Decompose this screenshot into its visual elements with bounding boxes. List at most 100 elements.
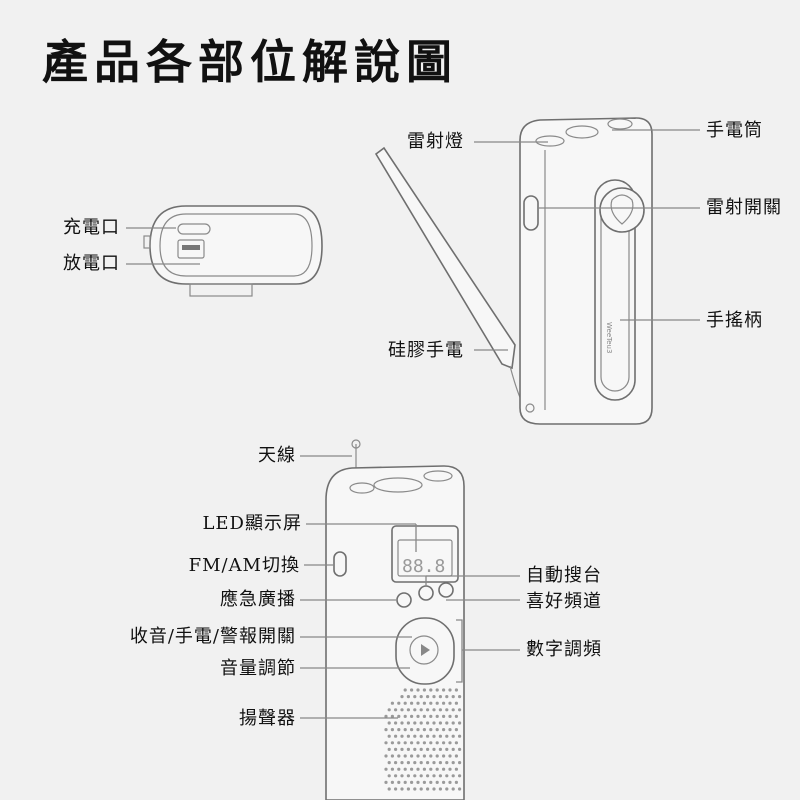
speaker-hole xyxy=(445,761,449,765)
speaker-hole xyxy=(410,767,414,771)
speaker-hole xyxy=(406,774,410,778)
speaker-hole xyxy=(435,767,439,771)
auto-search-button xyxy=(418,585,434,601)
speaker-hole xyxy=(413,734,417,738)
speaker-hole xyxy=(432,708,436,712)
speaker-hole xyxy=(448,728,452,732)
speaker-hole xyxy=(387,734,391,738)
speaker-hole xyxy=(432,695,436,699)
speaker-hole xyxy=(400,734,404,738)
speaker-hole xyxy=(451,734,455,738)
speaker-hole xyxy=(406,708,410,712)
speaker-hole xyxy=(400,695,404,699)
speaker-hole xyxy=(406,695,410,699)
speaker-hole xyxy=(410,714,414,719)
speaker-hole xyxy=(429,714,433,719)
speaker-hole xyxy=(426,721,430,725)
speaker-hole xyxy=(429,780,433,785)
usb-c-port xyxy=(177,223,211,235)
speaker-hole xyxy=(451,787,455,791)
speaker-hole xyxy=(397,754,401,758)
label-power-switch: 收音/手電/警報開關 xyxy=(129,626,296,647)
speaker-hole xyxy=(416,714,420,719)
speaker-hole xyxy=(403,728,407,732)
speaker-hole xyxy=(445,787,449,791)
speaker-hole xyxy=(400,787,404,791)
speaker-hole xyxy=(448,701,452,705)
speaker-hole xyxy=(458,721,462,725)
speaker-hole xyxy=(390,728,394,732)
speaker-hole xyxy=(387,774,391,778)
speaker-hole xyxy=(413,774,417,778)
flashlight-lens xyxy=(565,125,599,139)
label-hand-crank: 手搖柄 xyxy=(706,310,763,331)
speaker-hole xyxy=(438,708,442,712)
laser-switch-button xyxy=(523,195,539,231)
speaker-hole xyxy=(410,780,414,785)
speaker-hole xyxy=(442,741,446,745)
speaker-hole xyxy=(410,701,414,705)
speaker-hole xyxy=(432,787,436,791)
speaker-hole xyxy=(403,688,407,692)
speaker-hole xyxy=(419,721,423,725)
speaker-hole xyxy=(413,708,417,712)
speaker-hole xyxy=(400,774,404,778)
display-digits: 88.8 xyxy=(402,556,445,577)
speaker-hole xyxy=(442,688,446,692)
speaker-hole xyxy=(458,695,462,699)
speaker-hole xyxy=(445,734,449,738)
speaker-hole xyxy=(438,721,442,725)
speaker-hole xyxy=(448,754,452,758)
speaker-hole xyxy=(438,787,442,791)
speaker-hole xyxy=(406,787,410,791)
speaker-hole xyxy=(403,714,407,719)
speaker-hole xyxy=(406,761,410,765)
speaker-hole xyxy=(448,741,452,745)
speaker-hole xyxy=(426,761,430,765)
speaker-hole xyxy=(442,780,446,785)
label-silicone-flashlight: 硅膠手電 xyxy=(388,340,464,361)
speaker-hole xyxy=(438,747,442,752)
speaker-hole xyxy=(458,761,462,765)
speaker-hole xyxy=(387,747,391,752)
speaker-hole xyxy=(438,734,442,738)
label-auto-search: 自動搜台 xyxy=(526,565,602,586)
speaker-hole xyxy=(413,761,417,765)
speaker-hole xyxy=(397,701,401,705)
speaker-hole xyxy=(416,780,420,785)
label-led-display: LED顯示屏 xyxy=(202,513,302,534)
speaker-hole xyxy=(458,787,462,791)
speaker-hole xyxy=(429,754,433,758)
speaker-hole xyxy=(413,747,417,752)
speaker-hole xyxy=(390,714,394,719)
speaker-hole xyxy=(442,714,446,719)
label-digital-tuning: 數字調頻 xyxy=(526,639,602,660)
speaker-hole xyxy=(394,721,398,725)
speaker-hole xyxy=(438,695,442,699)
brand-text: WeeTeu3 xyxy=(605,322,613,353)
usb-a-port xyxy=(177,239,205,259)
speaker-hole xyxy=(435,688,439,692)
speaker-hole xyxy=(438,761,442,765)
power-button xyxy=(409,635,439,665)
speaker-hole xyxy=(384,754,388,758)
speaker-hole xyxy=(458,774,462,778)
speaker-hole xyxy=(384,741,388,745)
speaker-hole xyxy=(394,747,398,752)
speaker-hole xyxy=(400,721,404,725)
label-laser-switch: 雷射開關 xyxy=(706,197,782,218)
speaker-hole xyxy=(403,754,407,758)
speaker-hole xyxy=(432,734,436,738)
speaker-hole xyxy=(442,701,446,705)
speaker-hole xyxy=(403,780,407,785)
speaker-hole xyxy=(442,767,446,771)
speaker-hole xyxy=(390,754,394,758)
speaker-hole xyxy=(445,774,449,778)
speaker-hole xyxy=(445,747,449,752)
speaker-hole xyxy=(416,688,420,692)
label-emergency-broadcast: 應急廣播 xyxy=(220,589,296,610)
speaker-hole xyxy=(397,714,401,719)
speaker-hole xyxy=(403,767,407,771)
label-antenna: 天線 xyxy=(258,445,296,466)
